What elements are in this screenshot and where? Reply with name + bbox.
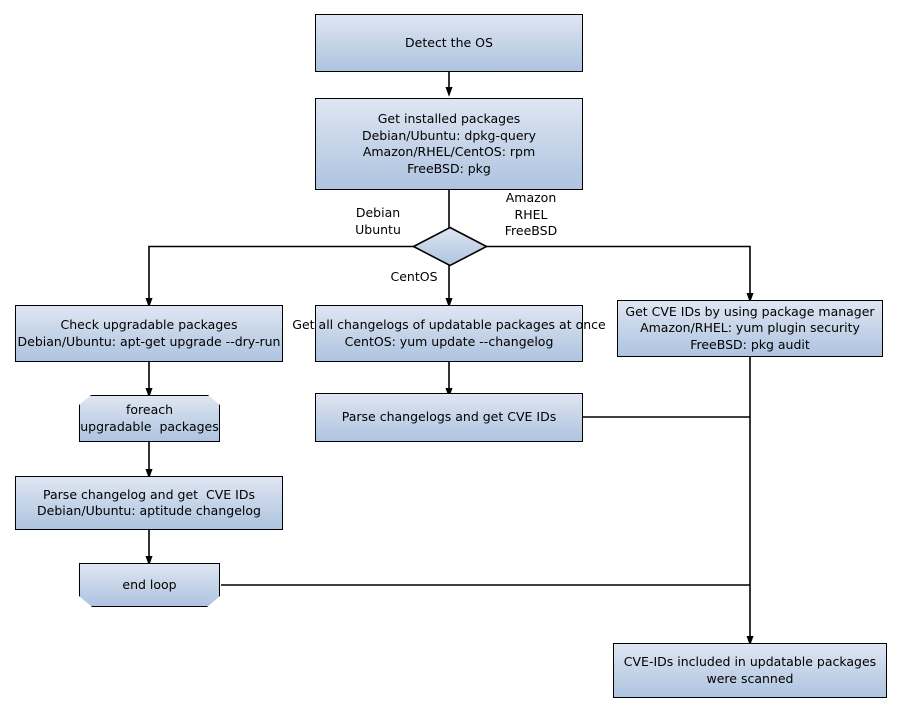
- node-get-cve-package-manager[interactable]: Get CVE IDs by using package manager Ama…: [617, 300, 883, 357]
- node-final-line2: were scanned: [706, 670, 794, 686]
- node-get-all-changelogs-line1: Get all changelogs of updatable packages…: [292, 317, 606, 332]
- node-end-loop[interactable]: end loop: [79, 563, 220, 607]
- node-get-installed-line4: FreeBSD: pkg: [407, 160, 491, 176]
- node-get-installed-line3: Amazon/RHEL/CentOS: rpm: [362, 144, 536, 159]
- node-parse-changelog-left[interactable]: Parse changelog and get CVE IDs Debian/U…: [15, 476, 283, 530]
- edge-decision-right: [486, 245, 754, 303]
- node-foreach-line2: upgradable packages: [80, 418, 219, 434]
- node-foreach-loop-start[interactable]: foreach upgradable packages: [79, 395, 220, 442]
- node-get-all-changelogs[interactable]: Get all changelogs of updatable packages…: [292, 305, 606, 362]
- node-parse-changelogs-mid-label: Parse changelogs and get CVE IDs: [341, 409, 557, 425]
- node-get-installed-line2: Debian/Ubuntu: dpkg-query: [361, 127, 537, 143]
- node-detect-os-label: Detect the OS: [405, 34, 493, 50]
- node-final-line1: CVE-IDs included in updatable packages: [623, 654, 877, 669]
- node-end-loop-label: end loop: [122, 576, 177, 592]
- node-get-cve-pkgmgr-line2: Amazon/RHEL: yum plugin security: [640, 320, 860, 336]
- node-parse-changelogs-mid[interactable]: Parse changelogs and get CVE IDs: [315, 393, 583, 442]
- node-get-installed-packages[interactable]: Get installed packages Debian/Ubuntu: dp…: [315, 98, 583, 190]
- loop-start-shape: [79, 395, 220, 442]
- node-final-result[interactable]: CVE-IDs included in updatable packages w…: [613, 643, 887, 698]
- node-foreach-line1: foreach: [125, 402, 174, 417]
- node-get-installed-line1: Get installed packages: [377, 111, 521, 126]
- edge-label-left-branch: Debian Ubuntu: [355, 205, 401, 237]
- loop-end-shape: [79, 563, 220, 607]
- node-get-cve-pkgmgr-line3: FreeBSD: pkg audit: [690, 336, 810, 352]
- node-check-upgradable[interactable]: Check upgradable packages Debian/Ubuntu:…: [15, 305, 283, 362]
- node-parse-changelog-left-line2: Debian/Ubuntu: aptitude changelog: [37, 503, 261, 518]
- node-os-decision[interactable]: [412, 226, 488, 268]
- node-check-upgradable-line1: Check upgradable packages: [60, 317, 238, 332]
- edge-decision-left: [145, 245, 414, 308]
- node-get-cve-pkgmgr-line1: Get CVE IDs by using package manager: [625, 303, 875, 319]
- edge-label-down-branch: CentOS: [390, 269, 438, 284]
- node-get-all-changelogs-line2: CentOS: yum update --changelog: [344, 333, 554, 349]
- node-detect-os[interactable]: Detect the OS: [315, 14, 583, 72]
- node-parse-changelog-left-line1: Parse changelog and get CVE IDs: [43, 486, 255, 502]
- node-check-upgradable-line2: Debian/Ubuntu: apt-get upgrade --dry-run: [17, 333, 281, 349]
- edge-label-right-branch: Amazon RHEL FreeBSD: [504, 190, 558, 238]
